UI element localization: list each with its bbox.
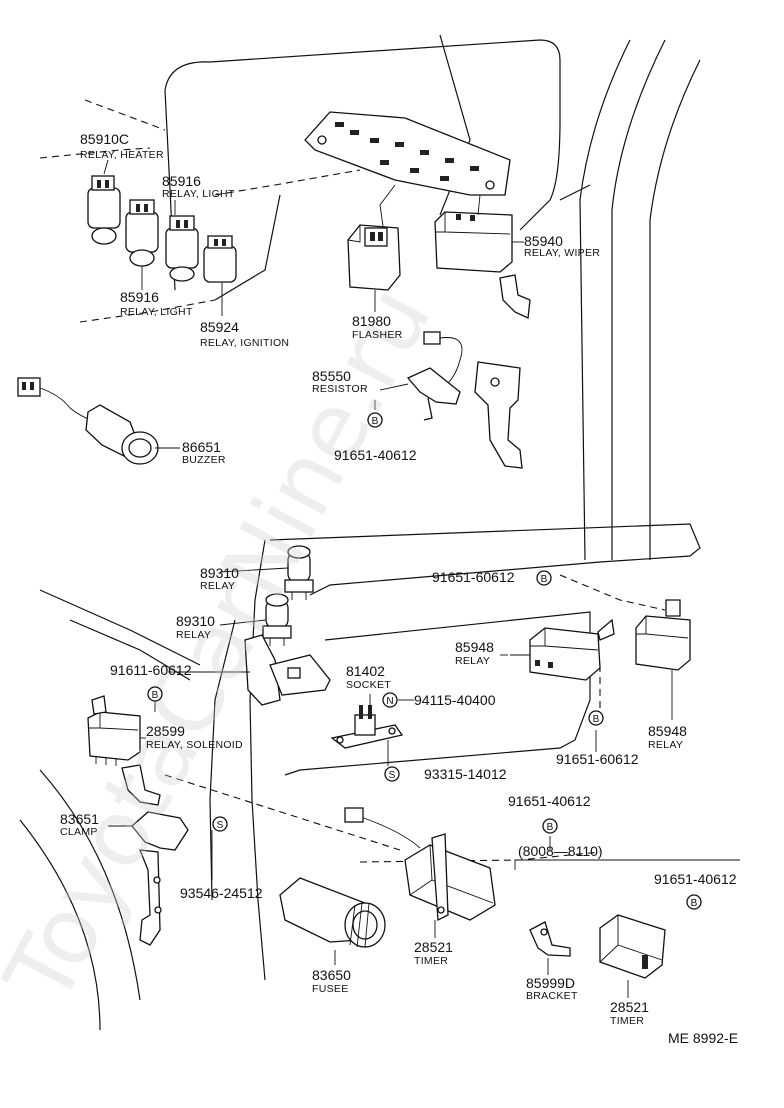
fusee-83650-drawing xyxy=(279,877,386,948)
socket-81402-drawing xyxy=(330,705,404,749)
part-number-81980: 81980 xyxy=(352,313,391,329)
callout-b-letter: B xyxy=(547,822,554,833)
buzzer-86651-drawing xyxy=(17,377,159,465)
part-name-85940: RELAY, WIPER xyxy=(524,247,600,259)
part-number-85550: 85550 xyxy=(312,368,351,384)
bracket-right-drawing xyxy=(499,274,531,319)
timer-28521-a-drawing xyxy=(344,807,496,922)
callout-b-circle xyxy=(588,710,604,726)
relay-89310-b-drawing xyxy=(262,593,292,646)
callout-b-letter: B xyxy=(691,898,698,909)
mounting-plate-drawing xyxy=(474,361,523,469)
callout-s-letter: S xyxy=(389,770,396,781)
part-name-83650: FUSEE xyxy=(312,983,349,995)
callout-s-letter: S xyxy=(217,820,224,831)
relay-85924-drawing xyxy=(203,235,237,298)
part-number-91651-40612-a: 91651-40612 xyxy=(334,447,417,463)
part-number-91651-40612-c: 91651-40612 xyxy=(654,871,737,887)
part-number-91651-40612-b: 91651-40612 xyxy=(508,793,591,809)
part-number-93546-24512: 93546-24512 xyxy=(180,885,263,901)
part-name-85916-b: RELAY, LIGHT xyxy=(120,306,193,318)
clamp-83651-drawing xyxy=(121,764,189,946)
part-name-28521-b: TIMER xyxy=(610,1015,644,1027)
part-name-85924: RELAY, IGNITION xyxy=(200,337,289,349)
callout-s-circle xyxy=(384,766,400,782)
part-number-86651: 86651 xyxy=(182,439,221,455)
part-number-89310-b: 89310 xyxy=(176,613,215,629)
part-number-85924: 85924 xyxy=(200,319,239,335)
watermark-text: ToyotaCarNine.ru xyxy=(0,270,452,1021)
leader-lines-top xyxy=(103,159,524,449)
callout-b-circle xyxy=(542,818,558,834)
callout-n-letter: N xyxy=(386,696,393,707)
relay-85916-a-drawing xyxy=(125,199,159,267)
part-number-85948-a: 85948 xyxy=(455,639,494,655)
leader-lines-bottom xyxy=(108,567,673,998)
relay-block-plate xyxy=(304,111,511,196)
part-name-28599: RELAY, SOLENOID xyxy=(146,739,243,751)
part-name-81980: FLASHER xyxy=(352,329,403,341)
part-name-85550: RESISTOR xyxy=(312,383,368,395)
part-number-93315-14012: 93315-14012 xyxy=(424,766,507,782)
part-name-85910c: RELAY, HEATER xyxy=(80,149,164,161)
relay-85948-a-drawing xyxy=(510,618,615,681)
part-name-83651: CLAMP xyxy=(60,826,98,838)
wiper-relay-85940-drawing xyxy=(434,194,513,273)
part-name-86651: BUZZER xyxy=(182,454,226,466)
part-number-85948-b: 85948 xyxy=(648,723,687,739)
part-number-85940: 85940 xyxy=(524,233,563,249)
bracket-85999d-drawing xyxy=(529,921,571,957)
callout-n-circle xyxy=(382,692,398,708)
lower-body-panel xyxy=(19,523,701,1031)
callout-b-circle xyxy=(686,894,702,910)
callout-b-letter: B xyxy=(541,574,548,585)
relay-85948-b-drawing xyxy=(635,599,691,690)
callout-b-circle xyxy=(367,412,383,428)
callout-b-letter: B xyxy=(152,690,159,701)
part-number-94115-40400: 94115-40400 xyxy=(414,692,496,708)
part-number-28521-a: 28521 xyxy=(414,939,453,955)
part-name-85948-b: RELAY xyxy=(648,739,683,751)
solenoid-relay-28599-drawing xyxy=(87,695,141,766)
part-number-85910c: 85910C xyxy=(80,131,129,147)
part-number-83651: 83651 xyxy=(60,811,99,827)
part-number-91651-60612-b: 91651-60612 xyxy=(556,751,639,767)
part-name-89310-a: RELAY xyxy=(200,580,235,592)
callout-b-letter: B xyxy=(593,714,600,725)
part-name-85916-a: RELAY, LIGHT xyxy=(162,188,235,200)
part-number-89310-a: 89310 xyxy=(200,565,239,581)
diagram-code: ME 8992-E xyxy=(668,1030,738,1046)
part-number-85916-a: 85916 xyxy=(162,173,201,189)
part-number-85999d: 85999D xyxy=(526,975,575,991)
callout-b-letter: B xyxy=(372,416,379,427)
part-number-85916-b: 85916 xyxy=(120,289,159,305)
callout-s-circle xyxy=(212,816,228,832)
part-number-91611-60612: 91611-60612 xyxy=(110,662,192,678)
part-number-81402: 81402 xyxy=(346,663,385,679)
relay-85910c-drawing xyxy=(87,175,121,245)
date-range-bracket xyxy=(514,859,740,870)
timer-28521-b-drawing xyxy=(599,914,666,979)
part-number-91651-60612-a: 91651-60612 xyxy=(432,569,515,585)
callout-b-circle xyxy=(536,570,552,586)
part-name-81402: SOCKET xyxy=(346,679,391,691)
relay-89310-a-drawing xyxy=(284,545,314,600)
part-name-89310-b: RELAY xyxy=(176,629,211,641)
part-number-83650: 83650 xyxy=(312,967,351,983)
callout-b-circle xyxy=(147,686,163,702)
relay-bracket-plate-drawing xyxy=(244,634,331,706)
part-name-85999d: BRACKET xyxy=(526,990,578,1002)
part-name-85948-a: RELAY xyxy=(455,655,490,667)
part-name-28521-a: TIMER xyxy=(414,955,448,967)
date-range-label: (8008—8110) xyxy=(518,843,603,859)
part-number-28599: 28599 xyxy=(146,723,185,739)
relay-85916-b-drawing xyxy=(165,215,199,282)
resistor-85550-drawing xyxy=(379,331,463,421)
part-number-28521-b: 28521 xyxy=(610,999,649,1015)
upper-body-panel xyxy=(39,34,701,561)
flasher-81980-drawing xyxy=(347,184,401,291)
